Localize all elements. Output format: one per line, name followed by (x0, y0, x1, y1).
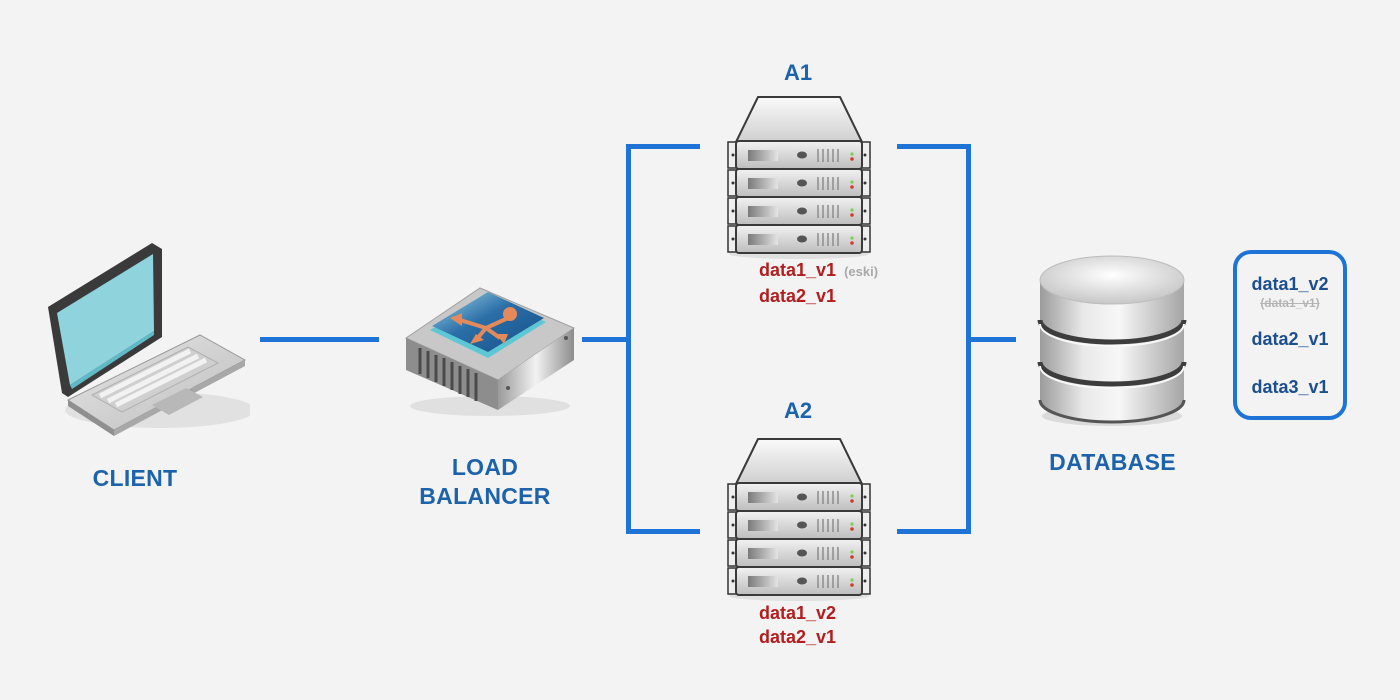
server-a1-title: A1 (783, 60, 813, 85)
server-a1-data-item: data2_v1 (759, 284, 919, 308)
connector-to-a2 (626, 529, 700, 534)
database-icon (1037, 255, 1187, 426)
client-node[interactable] (40, 235, 255, 445)
laptop-icon (48, 243, 255, 436)
connector-from-a1 (897, 144, 971, 149)
database-records-box: data1_v2 (data1_v1) data2_v1 data3_v1 (1233, 250, 1347, 420)
server-a2-title: A2 (783, 398, 813, 423)
server-rack-icon (727, 96, 871, 259)
server-rack-icon (727, 438, 871, 601)
connector-to-a1 (626, 144, 700, 149)
server-a2-node[interactable] (726, 436, 872, 602)
client-label: CLIENT (92, 465, 178, 491)
server-a2-data-item: data1_v2 (759, 601, 919, 625)
server-a1-data-item: data1_v1 (eski) (759, 258, 919, 284)
connector-client-lb (260, 337, 379, 342)
connector-lb-split (582, 337, 631, 342)
server-a1-node[interactable] (726, 94, 872, 260)
connector-to-database (966, 337, 1016, 342)
server-a2-data-2: data2_v1 (759, 627, 837, 647)
db-record-1: data1_v2 (1251, 274, 1329, 294)
connector-left-vertical (626, 144, 631, 534)
server-a2-data-list: data1_v2 data2_v1 (759, 601, 919, 649)
connector-from-a2 (897, 529, 971, 534)
load-balancer-node[interactable] (398, 278, 578, 418)
load-balancer-label-line2: BALANCER (419, 483, 551, 509)
database-label: DATABASE (1049, 449, 1176, 475)
db-record-3: data3_v1 (1251, 377, 1329, 397)
server-a1-data-1: data1_v1 (759, 260, 837, 280)
load-balancer-icon (404, 287, 576, 416)
load-balancer-label-line1: LOAD (451, 454, 519, 480)
server-a1-data-1-note: (eski) (844, 264, 879, 279)
load-balancer-label: LOAD BALANCER (405, 453, 565, 511)
server-a1-data-2: data2_v1 (759, 286, 837, 306)
server-a2-data-1: data1_v2 (759, 603, 837, 623)
database-node[interactable] (1034, 250, 1190, 430)
db-record-2: data2_v1 (1251, 329, 1329, 349)
db-record-1-previous: (data1_v1) (1260, 296, 1320, 310)
server-a2-data-item: data2_v1 (759, 625, 919, 649)
server-a1-data-list: data1_v1 (eski) data2_v1 (759, 258, 919, 308)
